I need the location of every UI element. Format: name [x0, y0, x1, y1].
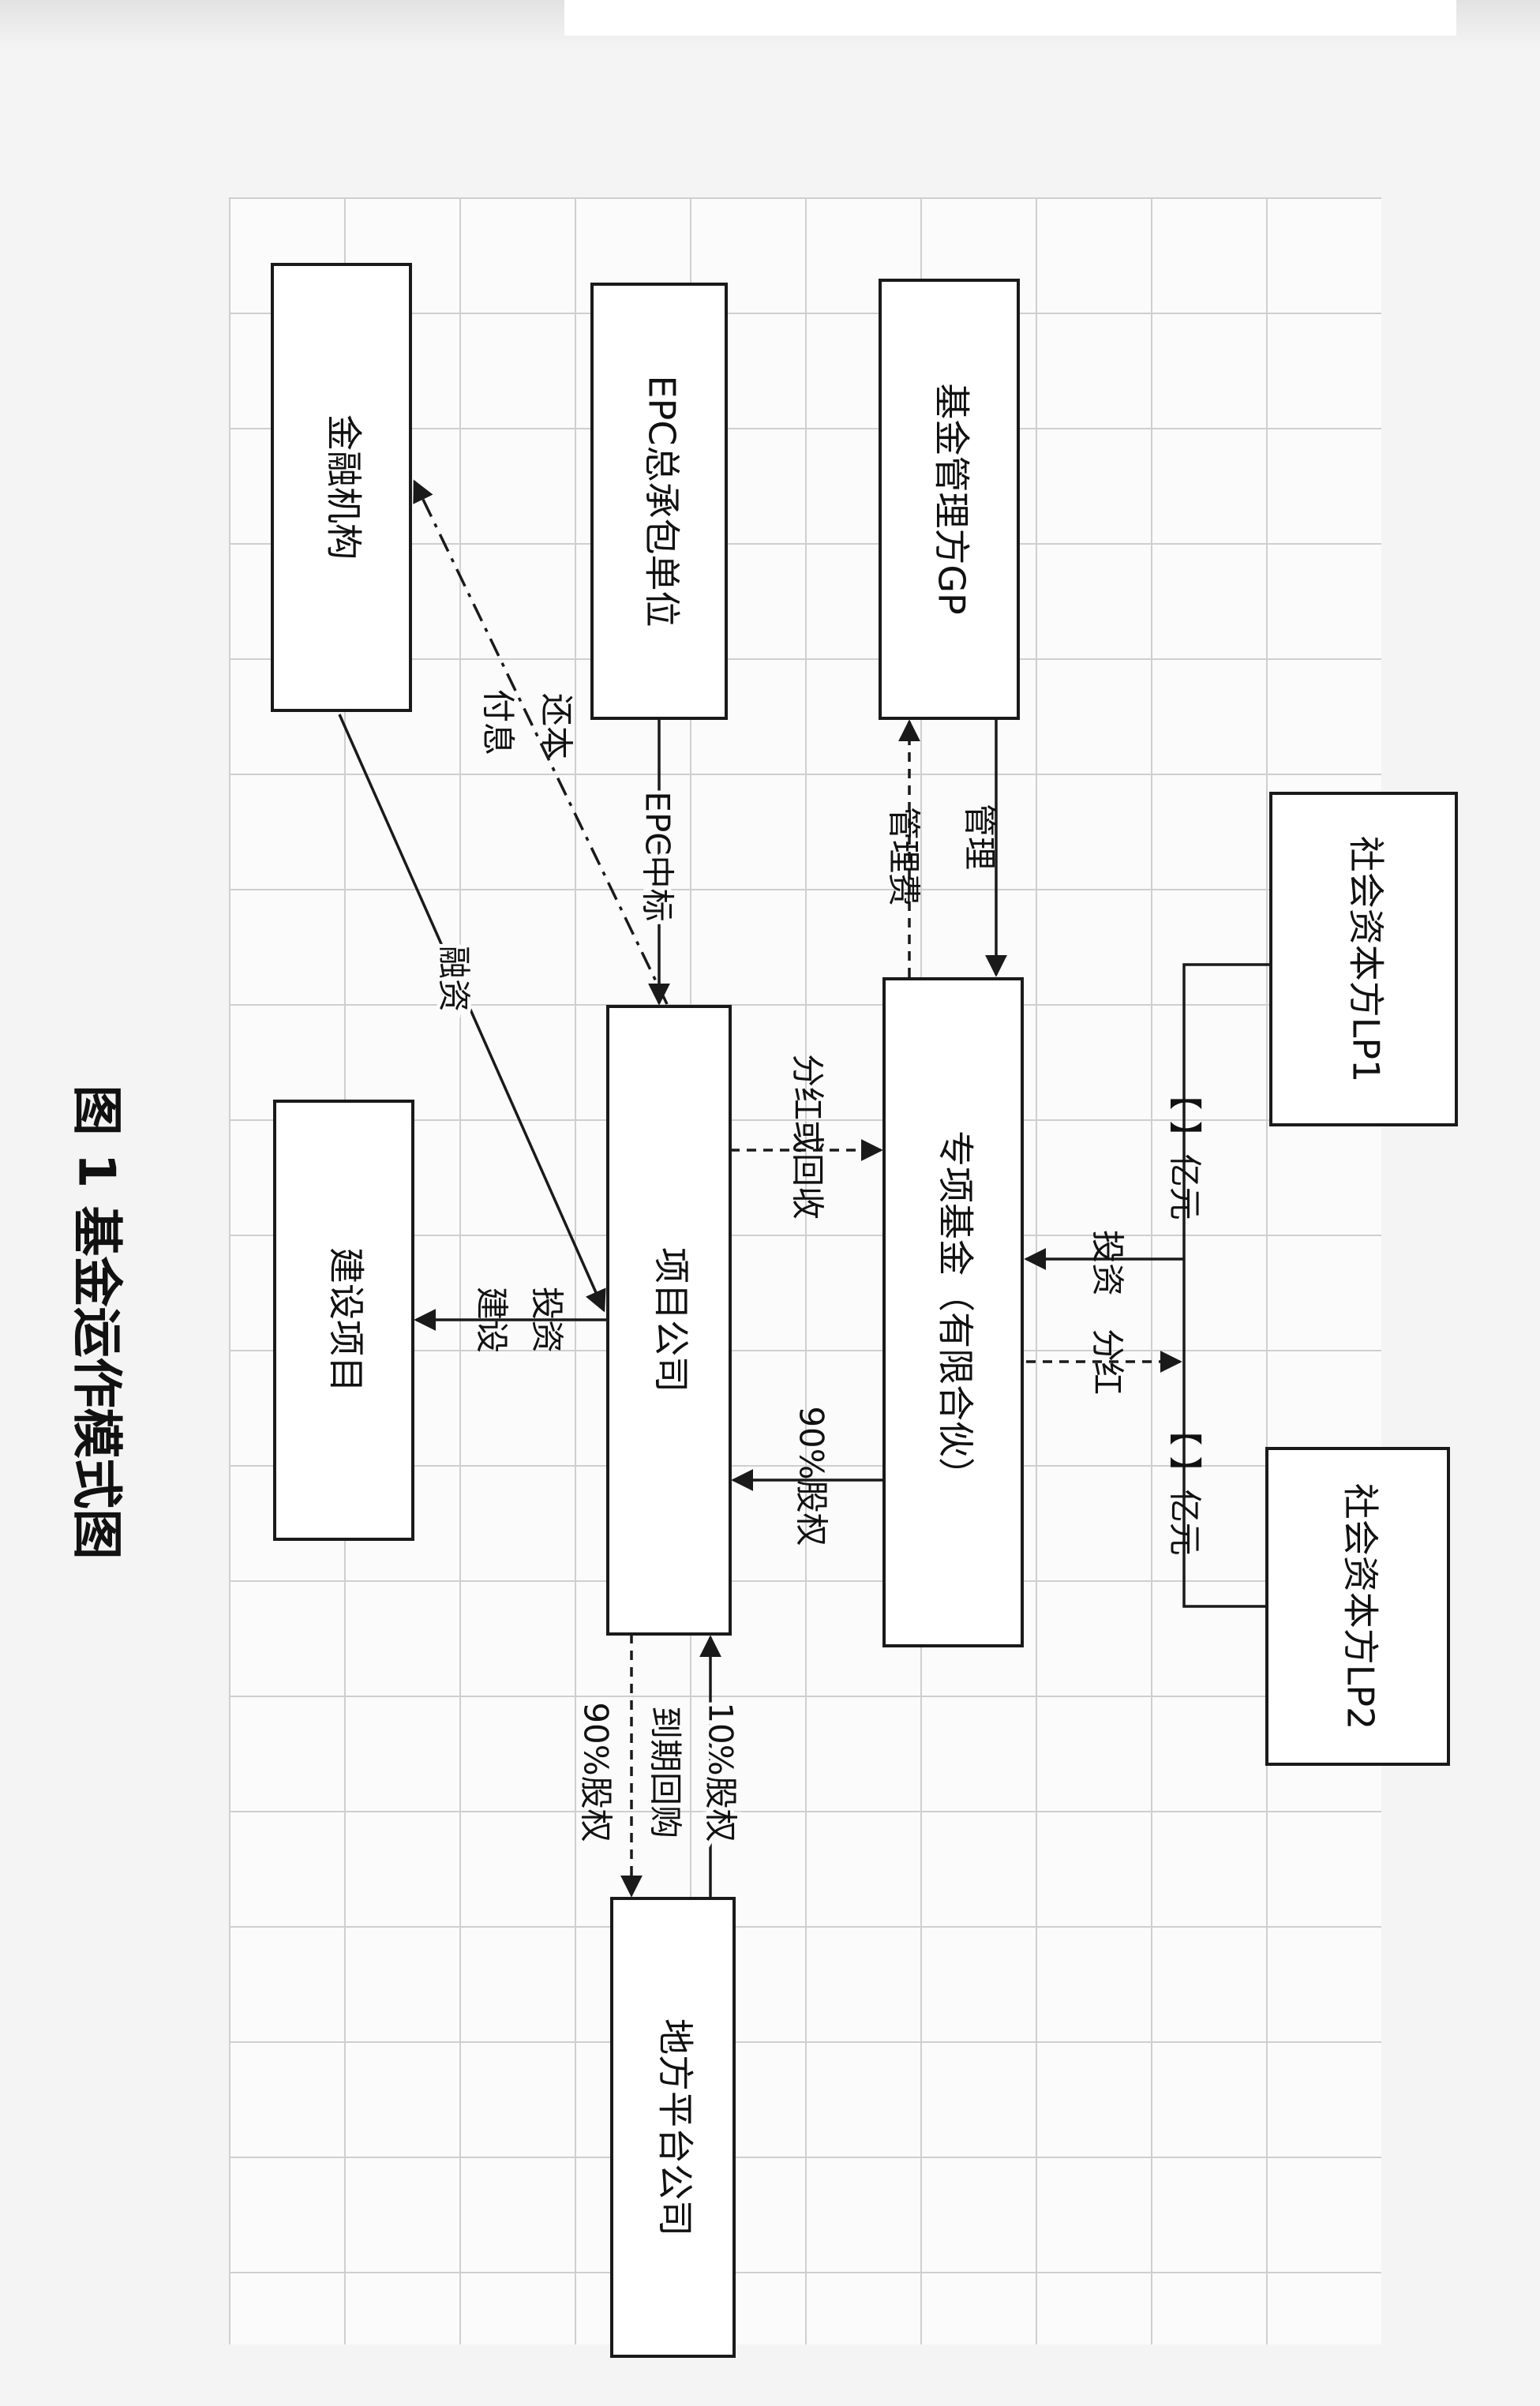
- edge-platform-project-equity10: 10%股权: [698, 1635, 744, 1898]
- node-lp1-label: 社会资本方LP1: [1345, 836, 1388, 1083]
- edge-invest-label: 投资: [1088, 1230, 1127, 1296]
- edge-buyback-label: 到期回购: [646, 1706, 685, 1838]
- node-fund-label: 专项基金（有限合伙）: [935, 1130, 977, 1493]
- node-fund: 专项基金（有限合伙）: [882, 977, 1024, 1647]
- edge-project-fund-dividend: 分红或回收: [730, 1054, 883, 1220]
- node-construction-label: 建设项目: [325, 1247, 368, 1392]
- edge-finance-project-financing: 融资: [338, 714, 606, 1313]
- node-lp2: 社会资本方LP2: [1265, 1447, 1450, 1766]
- edge-lp1-amount-label: 【 】亿元: [1166, 1077, 1205, 1220]
- edge-build-label: 建设: [473, 1287, 511, 1353]
- edge-fund-project-equity: 90%股权: [731, 1406, 884, 1546]
- edge-fund-gp-fee: 管理费: [885, 719, 924, 977]
- page-top-strip: [564, 0, 1456, 36]
- edge-lp2-amount-label: 【 】亿元: [1166, 1412, 1205, 1555]
- node-project-company: 项目公司: [606, 1005, 732, 1636]
- edge-project-platform-buyback: 到期回购 90%股权: [577, 1634, 685, 1898]
- node-gp-label: 基金管理方GP: [931, 383, 973, 614]
- node-finance-label: 金融机构: [323, 414, 365, 560]
- node-lp2-label: 社会资本方LP2: [1340, 1483, 1382, 1730]
- edge-equity-10-label: 10%股权: [702, 1702, 740, 1842]
- node-local-platform: 地方平台公司: [610, 1897, 736, 2358]
- edge-repay-principal-label: 还本: [538, 693, 576, 759]
- edge-mgmt-fee-label: 管理费: [885, 807, 924, 906]
- edge-epc-project-bid: EPC中标: [635, 718, 681, 1006]
- node-finance: 金融机构: [271, 263, 412, 712]
- edge-manage-label: 管理: [961, 804, 999, 870]
- edge-invest-short-label: 投资: [528, 1287, 567, 1353]
- edge-lp-fund-invest: 投资: [1024, 1230, 1184, 1296]
- edge-financing-label: 融资: [435, 946, 474, 1012]
- node-epc-label: EPC总承包单位: [641, 376, 684, 628]
- edge-pay-interest-label: 付息: [479, 689, 518, 755]
- node-construction: 建设项目: [273, 1100, 414, 1541]
- edge-fund-lp-dividend: 分红: [1026, 1329, 1182, 1395]
- node-local-platform-label: 地方平台公司: [654, 2018, 697, 2236]
- grid-paper: [229, 197, 1381, 2344]
- edge-equity-90-fund-label: 90%股权: [792, 1406, 831, 1546]
- edge-gp-fund-manage: 管理: [961, 718, 1007, 977]
- edge-lp-bracket: 【 】亿元 【 】亿元: [1166, 963, 1271, 1608]
- node-project-company-label: 项目公司: [650, 1247, 693, 1392]
- node-lp1: 社会资本方LP1: [1269, 792, 1458, 1126]
- edge-project-construction: 投资 建设: [414, 1287, 608, 1353]
- edge-equity-90-platform-label: 90%股权: [577, 1702, 616, 1842]
- edge-dividend-or-recovery-label: 分红或回收: [789, 1054, 827, 1220]
- edge-epc-bid-label: EPC中标: [639, 791, 677, 921]
- edge-dividend-label: 分红: [1088, 1329, 1127, 1395]
- node-epc: EPC总承包单位: [590, 283, 728, 720]
- node-gp: 基金管理方GP: [879, 279, 1020, 720]
- edge-project-finance-repay: 还本 付息: [413, 479, 669, 1005]
- figure-title: 图 1 基金运作模式图: [66, 1085, 125, 1559]
